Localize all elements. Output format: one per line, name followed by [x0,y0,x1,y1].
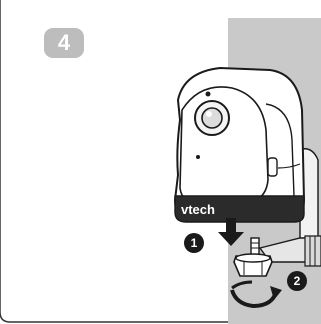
vtech-logo: vtech [181,202,215,217]
callout-1: 1 [184,233,204,253]
side-button [267,157,278,177]
camera-base [174,195,305,223]
step-number-badge: 4 [44,28,84,58]
down-arrow-icon [218,218,244,246]
rotate-arrow-icon [230,289,278,309]
callout-2: 2 [287,271,307,291]
